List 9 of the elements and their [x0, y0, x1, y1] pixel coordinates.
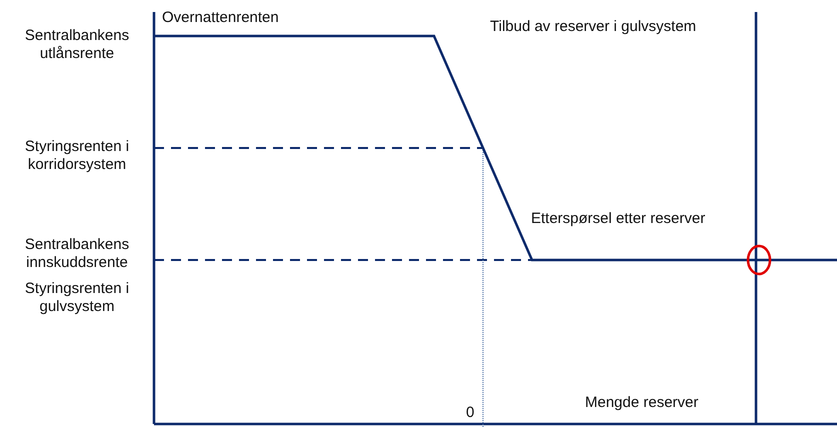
- axis-title: Overnattenrenten: [162, 9, 280, 27]
- axis-origin-label: 0: [466, 404, 476, 422]
- rate-label: Styringsrenten i korridorsystem: [24, 138, 130, 174]
- curve-label: Tilbud av reserver i gulvsystem: [490, 18, 698, 36]
- axis-title: Mengde reserver: [585, 394, 700, 412]
- rate-label: Sentralbankens utlånsrente: [24, 27, 130, 63]
- rate-label: Styringsrenten i gulvsystem: [24, 280, 130, 316]
- curve-label: Etterspørsel etter reserver: [531, 210, 706, 228]
- rate-label: Sentralbankens innskuddsrente: [24, 236, 130, 272]
